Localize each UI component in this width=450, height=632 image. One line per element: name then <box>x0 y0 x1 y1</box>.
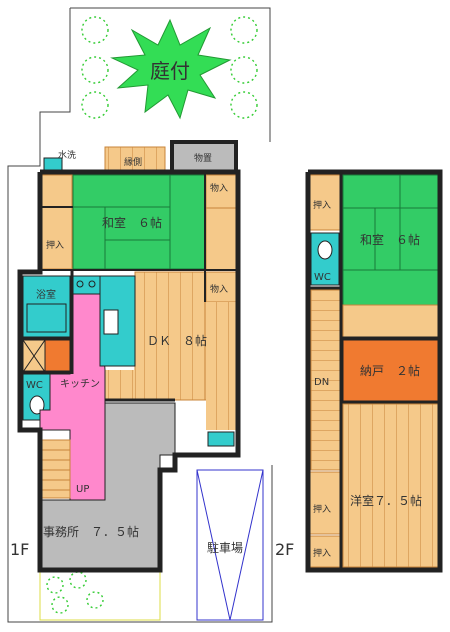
up-label: UP <box>76 484 89 495</box>
corridor-2f <box>310 289 342 471</box>
monoire-1-label: 物入 <box>210 182 228 194</box>
dn-label: DN <box>314 377 329 388</box>
kitchen-sink <box>103 309 119 335</box>
kitchen <box>39 289 106 501</box>
hall-2f <box>342 304 439 338</box>
dk-lower <box>105 370 135 400</box>
dk-label: ＤＫ ８帖 <box>147 333 207 348</box>
parking-label: 駐車場 <box>207 540 243 555</box>
oshiire-2f-b <box>307 471 341 535</box>
oshiire-2f-b-label: 押入 <box>313 503 331 515</box>
bath-label: 浴室 <box>36 288 56 301</box>
bath <box>22 275 71 339</box>
wc-2f-label: WC <box>314 272 331 283</box>
washitsu-1f <box>72 174 207 270</box>
closet-right <box>205 207 237 271</box>
washitsu-2f <box>342 174 439 306</box>
entrance-plants <box>46 571 104 614</box>
dk-sink <box>207 431 235 447</box>
floor-1f-label: 1F <box>10 540 29 559</box>
floor-2f-label: 2F <box>275 540 294 559</box>
youshitsu <box>342 403 439 568</box>
youshitsu-label: 洋室７．５帖 <box>350 493 422 508</box>
storage-shed <box>170 140 238 174</box>
oshiire-2f-a-label: 押入 <box>313 199 331 211</box>
veranda <box>104 146 166 172</box>
office-label: 事務所 ７．５帖 <box>43 524 139 539</box>
oshiire-2f-c-label: 押入 <box>313 547 331 559</box>
wall-1f <box>17 169 241 573</box>
storage-label: 物置 <box>194 152 212 164</box>
stair-1f <box>39 439 71 499</box>
monoire-2-label: 物入 <box>210 283 228 295</box>
wall-2f <box>305 169 443 573</box>
toilet-2f-icon <box>317 240 333 260</box>
washitsu-2f-label: 和室 ６帖 <box>360 232 420 247</box>
site-boundary-left <box>7 8 273 623</box>
kitchen-label: キッチン <box>60 378 100 390</box>
nando-label: 納戸 ２帖 <box>360 363 420 378</box>
garden-trees <box>81 16 258 119</box>
site-boundary <box>70 7 271 142</box>
wc-1f-label: WC <box>26 380 43 391</box>
oshiire-1f <box>39 206 73 270</box>
dk-right <box>206 302 236 430</box>
nando <box>342 339 439 403</box>
dk-room <box>134 271 207 401</box>
water-label: 水洗 <box>58 149 76 161</box>
bathtub <box>26 303 67 333</box>
washitsu-1f-label: 和室 ６帖 <box>102 215 162 230</box>
garden-label: 庭付 <box>150 59 190 83</box>
garden-star-icon <box>110 18 232 120</box>
entrance-step <box>39 571 161 621</box>
oshiire-1f-label: 押入 <box>46 239 64 251</box>
closet-left-top <box>39 174 73 208</box>
veranda-label: 縁側 <box>124 156 142 168</box>
